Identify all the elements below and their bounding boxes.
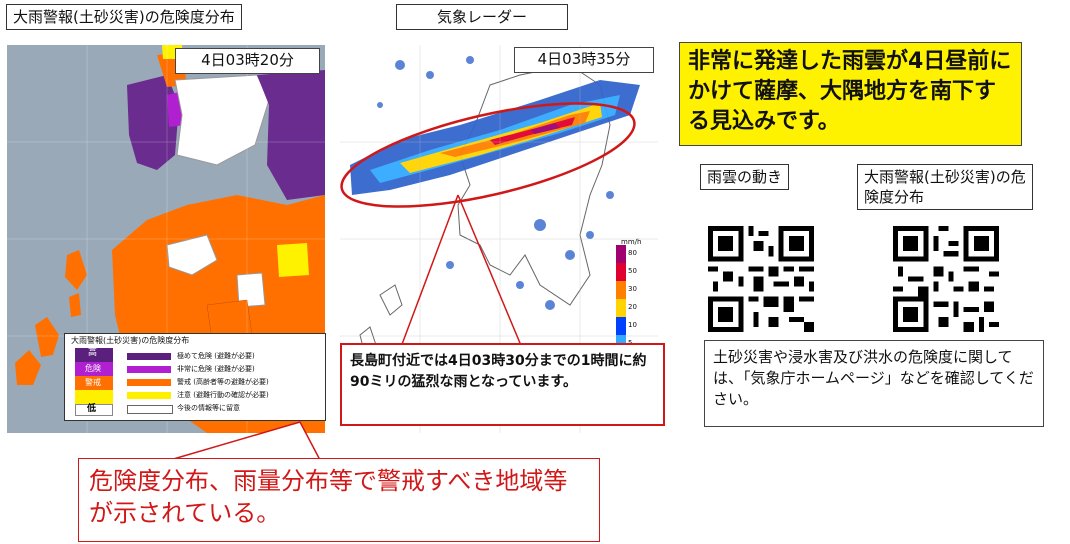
forecast-headline: 非常に発達した雨雲が4日昼前にかけて薩摩、大隅地方を南下する見込みです。 — [679, 42, 1022, 146]
legend-swatch — [127, 353, 171, 360]
rain-scale-label: 30 — [628, 285, 637, 293]
qr-code-risk-map[interactable] — [893, 226, 999, 332]
radar-title: 気象レーダー — [396, 4, 568, 30]
legend-item-label: 注意 (避難行動の確認が必要) — [177, 391, 269, 399]
rain-scale-label: 10 — [628, 321, 637, 329]
scale-mid1-label: 危険 — [85, 364, 101, 373]
radar-description: 長島町付近では4日03時30分までの1時間に約90ミリの猛烈な雨となっています。 — [340, 343, 665, 426]
rain-scale-label: 50 — [628, 267, 637, 275]
legend-swatch — [127, 392, 171, 399]
hazard-note: 土砂災害や浸水害及び洪水の危険度に関しては、「気象庁ホームページ」などを確認して… — [704, 340, 1044, 427]
legend-item-label: 非常に危険 (避難が必要) — [177, 365, 255, 373]
qr-code-rain-movement[interactable] — [708, 226, 814, 332]
risk-legend: 大雨警報(土砂災害)の危険度分布 高 危険 警戒 低 極めて危険 (避難が必要)… — [64, 333, 326, 421]
summary-callout: 危険度分布、雨量分布等で警戒すべき地域等が示されている。 — [78, 458, 600, 542]
scale-high-label: 高 — [88, 348, 98, 358]
radar-time: 4日03時35分 — [514, 47, 654, 73]
callout-pointer — [169, 421, 321, 461]
rain-scale-unit: mm/h — [621, 238, 642, 246]
rain-scale-label: 20 — [628, 303, 637, 311]
qr-label-risk-map: 大雨警報(土砂災害)の危険度分布 — [857, 164, 1033, 210]
qr-label-rain-movement: 雨雲の動き — [700, 164, 790, 190]
legend-item-label: 警戒 (高齢者等の避難が必要) — [177, 378, 269, 386]
landslide-risk-map — [7, 45, 325, 433]
rain-scale-label: 80 — [628, 249, 637, 257]
scale-mid2-label: 警戒 — [85, 378, 101, 387]
legend-item-label: 極めて危険 (避難が必要) — [177, 352, 255, 360]
warning-map-time: 4日03時20分 — [175, 48, 320, 74]
scale-low-label: 低 — [87, 404, 97, 414]
warning-map-title: 大雨警報(土砂災害)の危険度分布 — [6, 4, 242, 30]
legend-swatch — [127, 366, 171, 373]
risk-scale-bar: 高 危険 警戒 低 — [75, 348, 113, 416]
legend-swatch — [127, 379, 171, 386]
legend-item-label: 今後の情報等に留意 — [177, 404, 240, 412]
legend-swatch — [127, 405, 173, 414]
risk-legend-title: 大雨警報(土砂災害)の危険度分布 — [71, 336, 190, 345]
